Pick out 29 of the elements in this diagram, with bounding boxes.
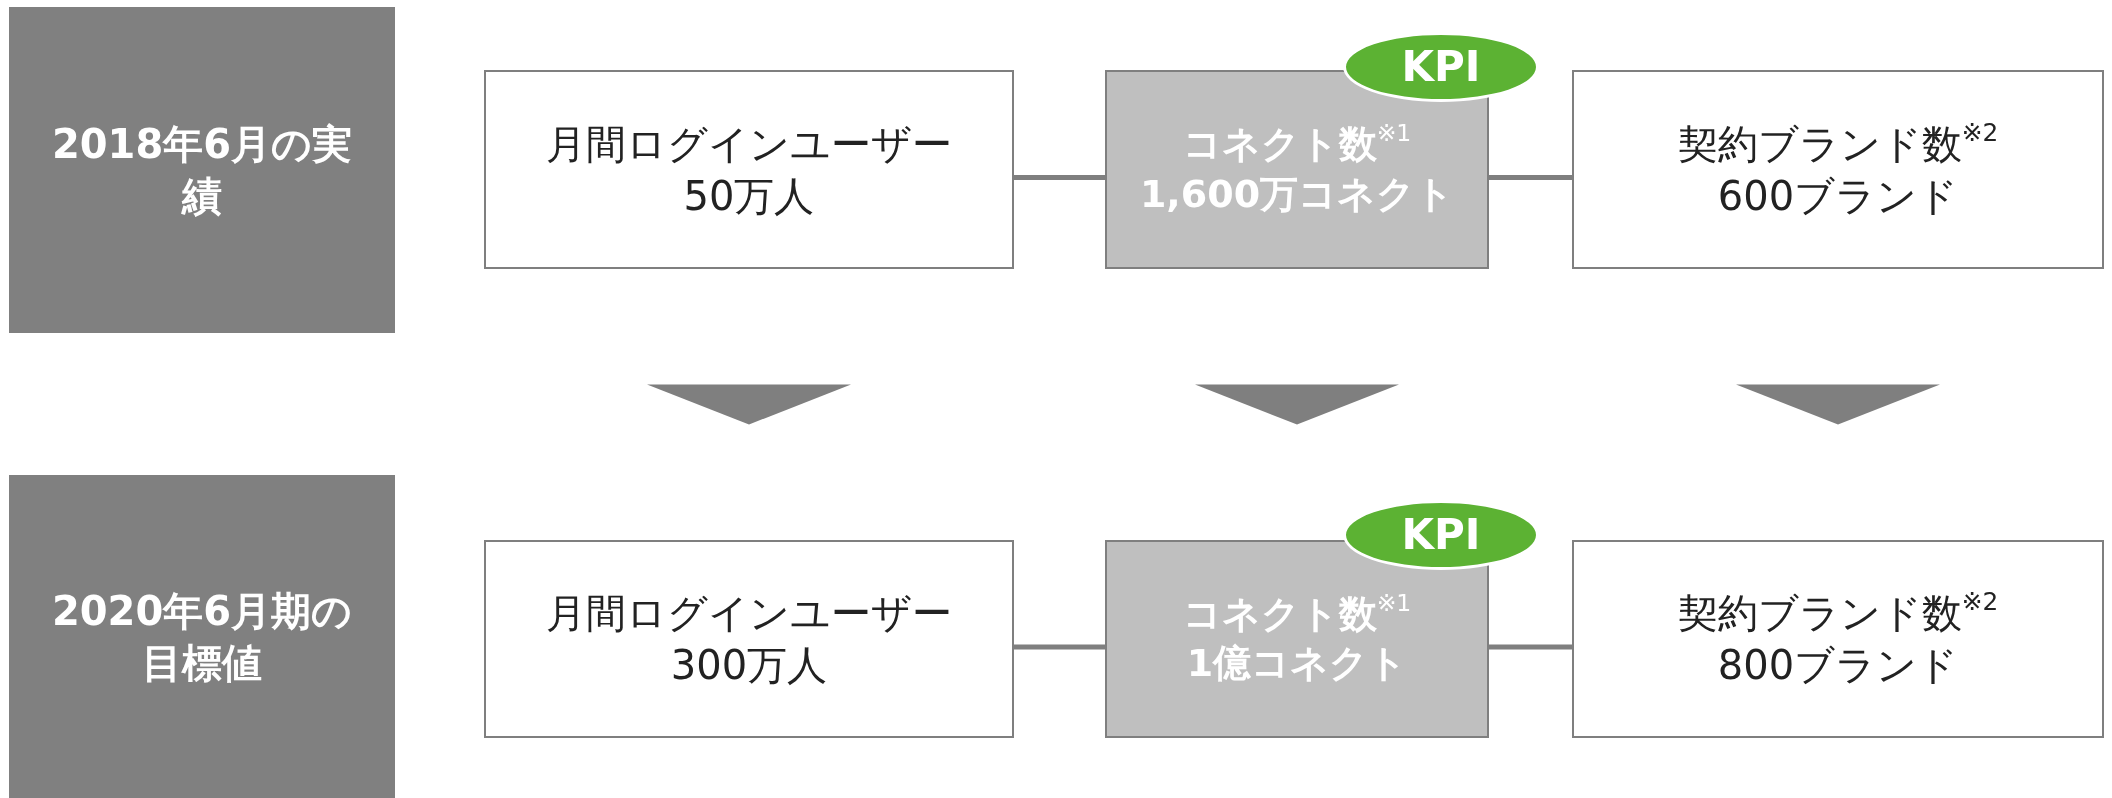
connector-line (1014, 644, 1105, 650)
connector-line (1489, 644, 1572, 650)
metric-text: コネクト数$^{※1}$ (1182, 589, 1412, 638)
chevron-arrow (647, 384, 851, 425)
metric-box (1572, 540, 2104, 738)
period-panel (9, 7, 395, 333)
metric-text: 月間ログインユーザー (546, 589, 952, 638)
metric-text: 800ブランド (1717, 641, 1959, 690)
kpi-label: KPI (1401, 40, 1481, 93)
metric-box (484, 70, 1014, 269)
kpi-label: KPI (1401, 508, 1481, 561)
chevron-arrow (1195, 384, 1399, 425)
metric-text: 1億コネクト (1186, 640, 1408, 687)
metric-text: コネクト数$^{※1}$ (1182, 120, 1412, 169)
metric-text: 契約ブランド数$^{※2}$ (1677, 587, 1999, 638)
metric-text: 1,600万コネクト (1139, 170, 1455, 218)
metric-box (1572, 70, 2104, 269)
metric-box (484, 540, 1014, 738)
metric-text: 300万人 (670, 641, 828, 690)
connector-line (1014, 175, 1105, 180)
period-panel (9, 475, 395, 798)
period-label: 2018年6月の実績 (50, 120, 354, 221)
metric-text: 月間ログインユーザー (546, 119, 952, 169)
connector-line (1489, 175, 1572, 180)
period-label: 2020年6月期の目標値 (50, 586, 354, 688)
metric-text: 600ブランド (1717, 171, 1959, 221)
metric-text: 50万人 (683, 171, 815, 221)
metric-text: 契約ブランド数$^{※2}$ (1677, 117, 1999, 169)
chevron-arrow (1736, 384, 1940, 425)
